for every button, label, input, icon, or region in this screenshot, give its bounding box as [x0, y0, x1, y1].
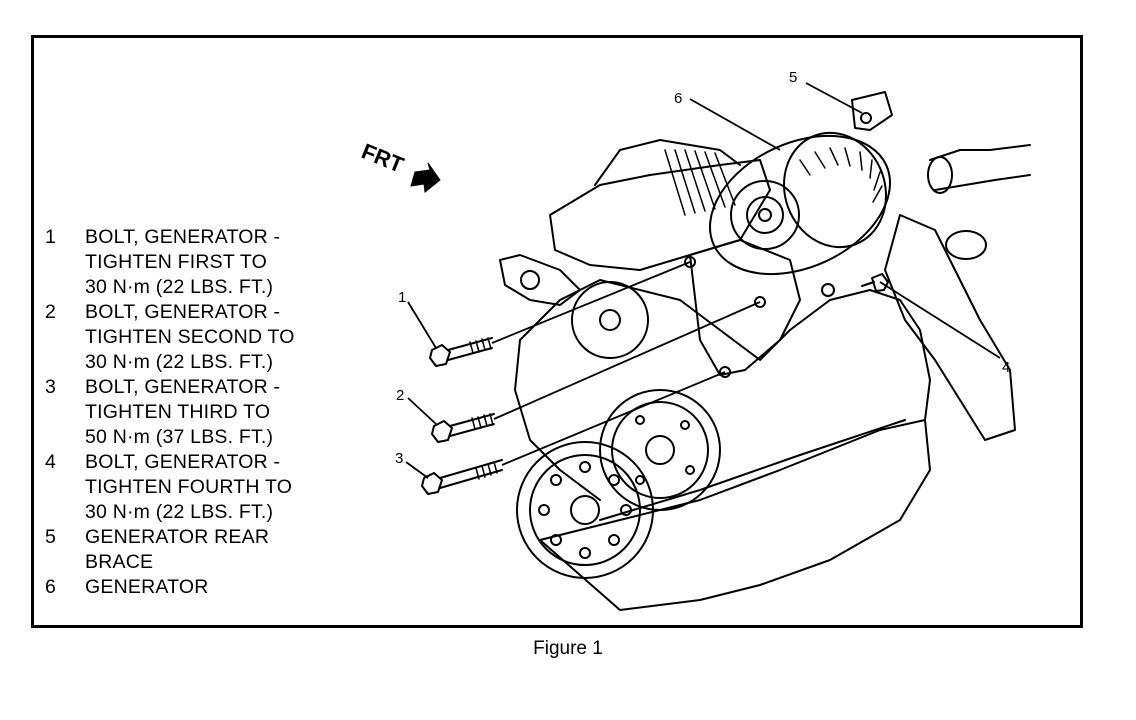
- legend-item: 6 GENERATOR: [45, 575, 335, 600]
- leader-callout-1: [407, 301, 437, 349]
- figure-caption: Figure 1: [533, 638, 603, 659]
- bolt-1: [429, 337, 493, 367]
- upper-hose: [929, 144, 1031, 191]
- leader-callout-2: [407, 397, 437, 425]
- leader-callout-3: [405, 461, 429, 479]
- bolt-2: [431, 413, 495, 443]
- callout-2: 2: [396, 387, 404, 404]
- engine-block: [519, 279, 931, 421]
- power-steering-pulley: [571, 281, 649, 359]
- generator-rear-brace: [851, 91, 893, 131]
- oil-pan-flange: [599, 419, 906, 521]
- leader-line-1: [491, 261, 691, 344]
- leader-line-5: [805, 82, 863, 114]
- oil-pan: [539, 419, 931, 611]
- frt-label: FRT: [358, 138, 408, 177]
- front-direction-indicator: FRT: [358, 138, 441, 193]
- intake-manifold: [594, 139, 741, 186]
- legend-number: 4: [45, 451, 57, 473]
- intake-ribs: [664, 149, 736, 216]
- legend-item: 2 BOLT, GENERATOR - TIGHTEN SECOND TO 30…: [45, 300, 335, 375]
- exhaust-manifold: [884, 214, 1016, 441]
- leader-line-2: [493, 301, 761, 420]
- legend-description: BOLT, GENERATOR - TIGHTEN SECOND TO 30 N…: [85, 301, 295, 373]
- valve-cover: [549, 159, 771, 271]
- front-arrow-icon: [410, 162, 441, 193]
- legend-description: BOLT, GENERATOR - TIGHTEN FIRST TO 30 N·…: [85, 226, 281, 298]
- legend-number: 3: [45, 376, 57, 398]
- callout-3: 3: [395, 450, 403, 467]
- legend-description: GENERATOR REAR BRACE: [85, 526, 270, 573]
- legend-item: 5 GENERATOR REAR BRACE: [45, 525, 335, 575]
- accessory-bracket: [499, 254, 581, 306]
- bolt-4: [861, 273, 889, 292]
- callout-5: 5: [789, 69, 797, 86]
- parts-legend: 1 BOLT, GENERATOR - TIGHTEN FIRST TO 30 …: [45, 225, 335, 600]
- crankshaft-pulley: [516, 441, 654, 579]
- legend-item: 1 BOLT, GENERATOR - TIGHTEN FIRST TO 30 …: [45, 225, 335, 300]
- callout-1: 1: [398, 289, 406, 306]
- callout-6: 6: [674, 90, 682, 107]
- callout-4: 4: [1002, 359, 1010, 376]
- generator-mount-bracket: [689, 239, 801, 376]
- legend-description: BOLT, GENERATOR - TIGHTEN THIRD TO 50 N·…: [85, 376, 281, 448]
- legend-description: BOLT, GENERATOR - TIGHTEN FOURTH TO 30 N…: [85, 451, 293, 523]
- water-pump-pulley: [599, 389, 721, 511]
- legend-number: 1: [45, 226, 57, 248]
- leader-line-6: [689, 98, 781, 151]
- generator: [709, 131, 891, 276]
- legend-number: 6: [45, 576, 57, 598]
- figure-frame: [31, 35, 1083, 628]
- legend-item: 3 BOLT, GENERATOR - TIGHTEN THIRD TO 50 …: [45, 375, 335, 450]
- leader-line-3: [501, 371, 726, 466]
- engine-block-front: [514, 339, 601, 501]
- leader-line-4: [879, 281, 1001, 359]
- legend-number: 2: [45, 301, 57, 323]
- legend-number: 5: [45, 526, 57, 548]
- legend-description: GENERATOR: [85, 576, 209, 598]
- bolt-3: [421, 459, 503, 495]
- legend-item: 4 BOLT, GENERATOR - TIGHTEN FOURTH TO 30…: [45, 450, 335, 525]
